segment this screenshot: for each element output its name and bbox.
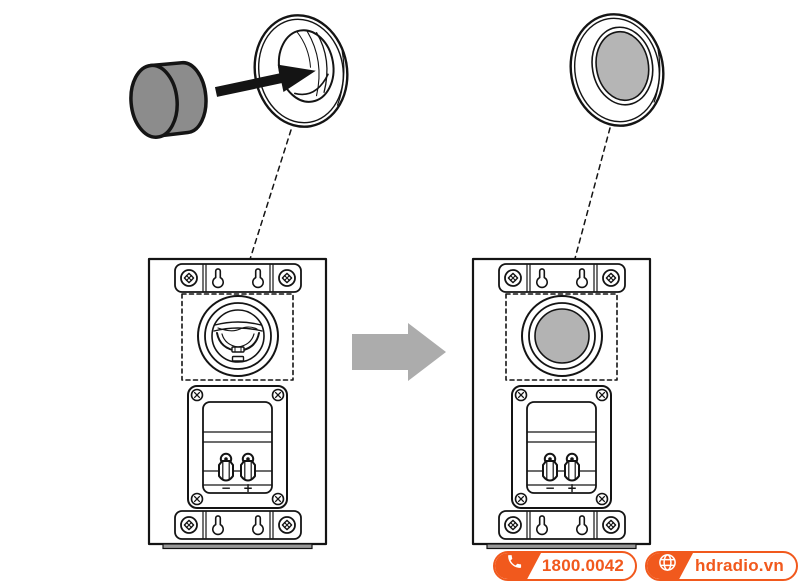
terminal-minus-label: − <box>545 481 555 495</box>
transition-arrow <box>352 323 446 381</box>
speaker-rear-after: − + <box>473 259 650 549</box>
installed-plug <box>534 308 590 364</box>
port-ring-plugged <box>569 13 665 127</box>
bass-port-open-detail <box>211 309 265 363</box>
hotline-badge[interactable]: 1800.0042 <box>493 551 637 581</box>
globe-icon <box>647 553 693 579</box>
website-url: hdradio.vn <box>695 556 784 575</box>
phone-icon <box>495 553 541 579</box>
terminal-minus-label: − <box>221 481 231 495</box>
guide-line-right <box>565 127 611 293</box>
hotline-number: 1800.0042 <box>541 556 625 575</box>
website-badge[interactable]: hdradio.vn <box>645 551 798 581</box>
terminal-plus-label: + <box>243 481 253 495</box>
foam-plug <box>129 60 208 139</box>
insert-arrow <box>214 64 316 97</box>
speaker-rear-before: − + <box>149 259 326 549</box>
terminal-plus-label: + <box>567 481 577 495</box>
